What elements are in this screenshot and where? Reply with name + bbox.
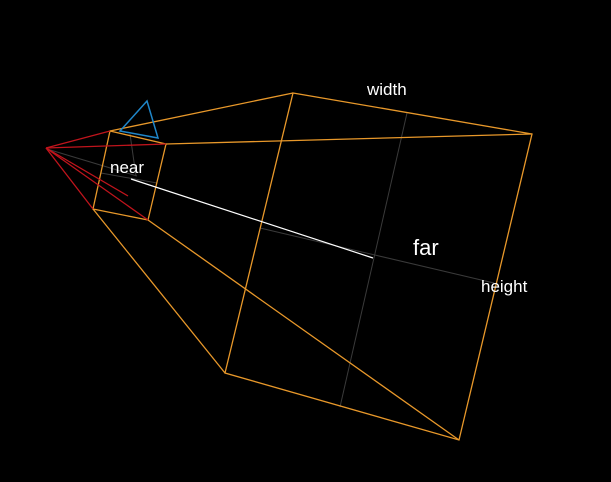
height-label: height bbox=[481, 277, 528, 296]
camera-pyramid bbox=[45, 130, 167, 221]
camera-ray-bottom-left bbox=[45, 147, 94, 210]
near-label: near bbox=[110, 158, 144, 177]
edge-bottom-left bbox=[92, 208, 226, 374]
camera-ray-top-right bbox=[45, 143, 167, 149]
edge-top-right bbox=[165, 133, 533, 145]
edge-bottom-right bbox=[147, 219, 460, 441]
far-plane-horizontal-midline bbox=[259, 227, 495, 284]
frustum-wireframe bbox=[92, 92, 533, 441]
width-label: width bbox=[366, 80, 407, 99]
edge-top-left bbox=[109, 92, 294, 132]
up-direction-triangle-icon bbox=[118, 99, 160, 139]
near-plane-horizontal-midline bbox=[100, 172, 158, 184]
camera-ray-top-left bbox=[45, 130, 111, 149]
view-axis-line bbox=[130, 178, 374, 259]
near-center-guide bbox=[46, 148, 138, 177]
near-plane-vertical-midline bbox=[129, 133, 137, 177]
camera-ray-inner bbox=[45, 147, 129, 197]
camera-ray-bottom-right bbox=[45, 147, 149, 221]
far-label: far bbox=[413, 235, 439, 260]
far-plane-vertical-midline bbox=[339, 112, 408, 408]
guide-lines bbox=[46, 112, 495, 408]
